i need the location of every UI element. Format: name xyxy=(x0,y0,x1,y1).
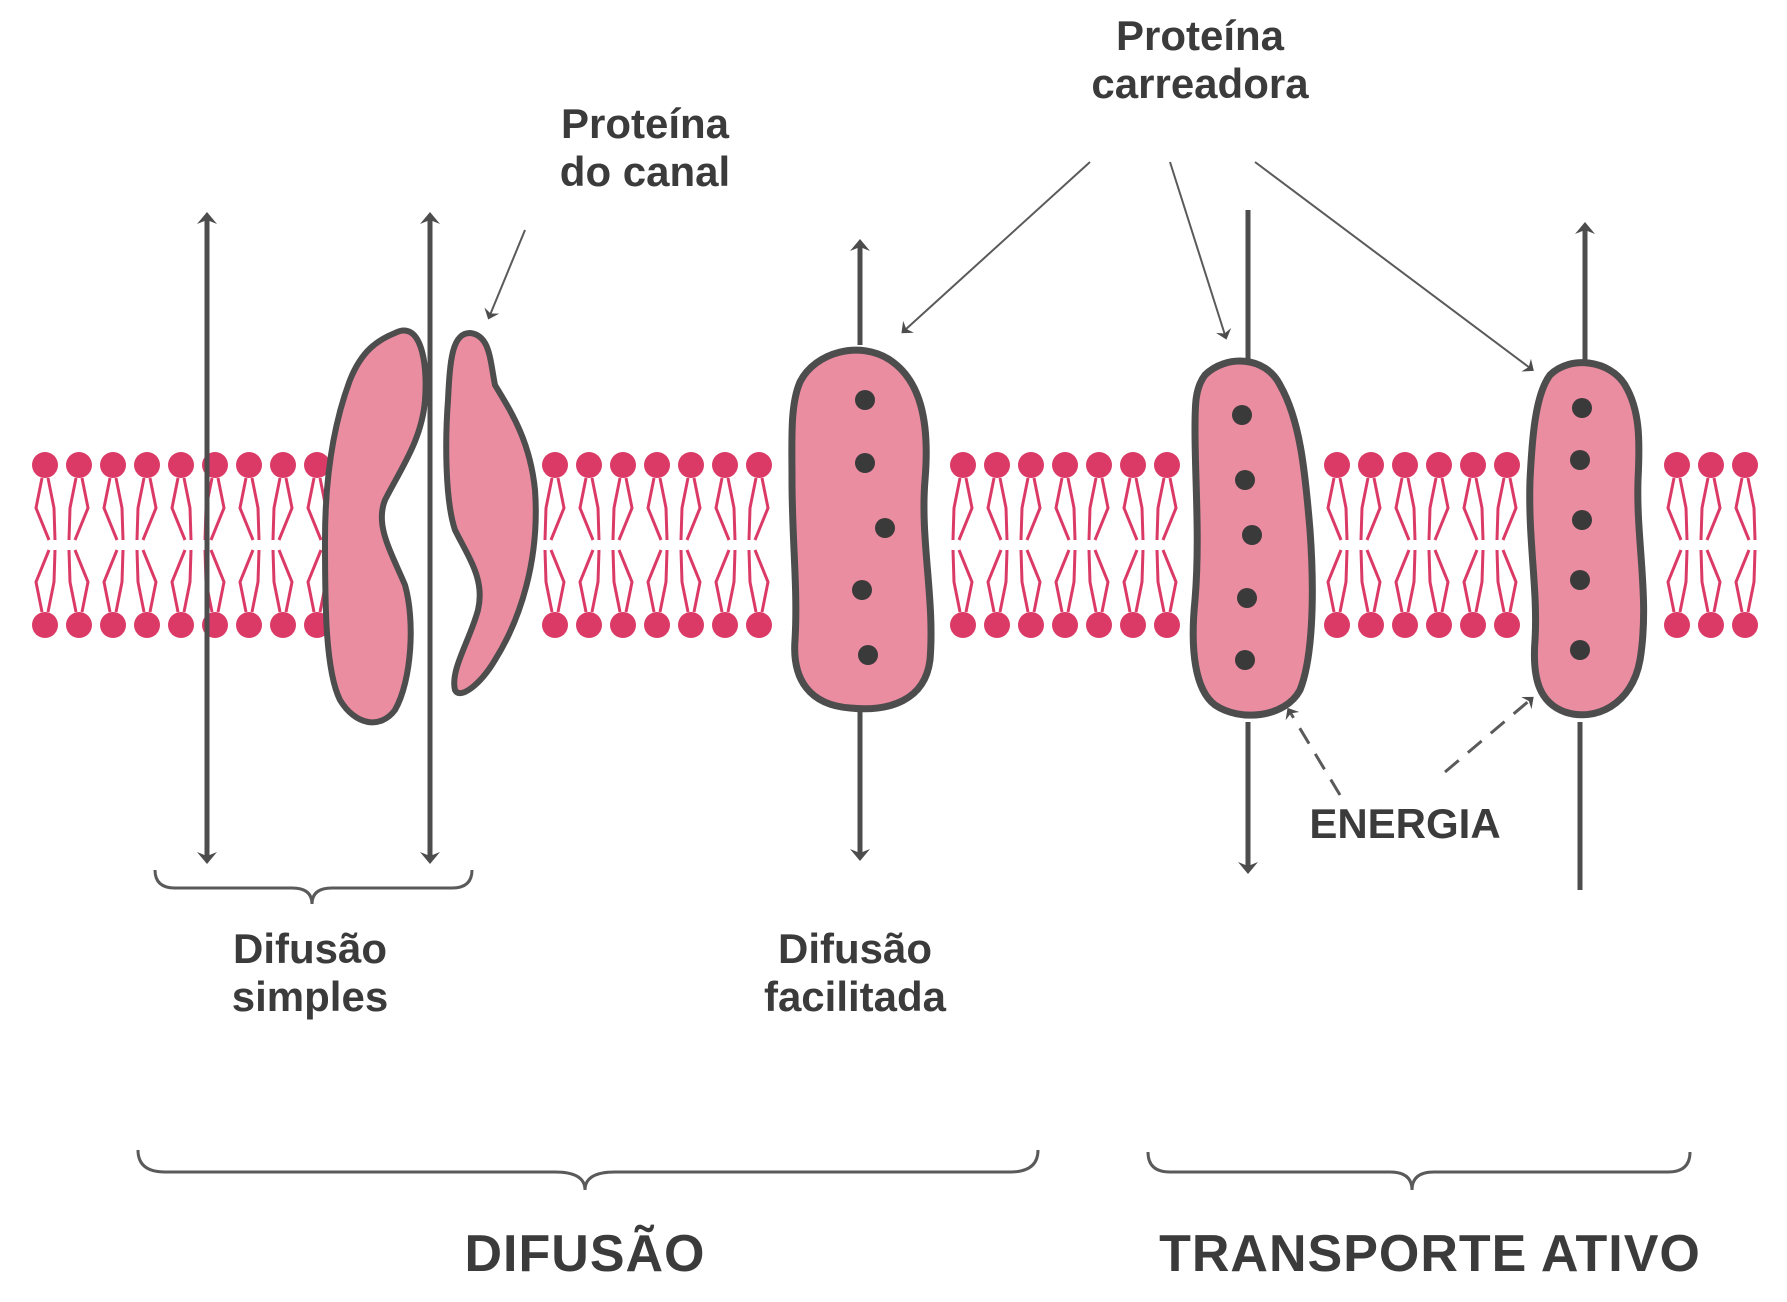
phospholipid xyxy=(950,452,976,638)
phospholipid xyxy=(1324,452,1350,638)
phospholipid xyxy=(1018,452,1044,638)
phospholipid xyxy=(1358,452,1384,638)
energy-arrow-left xyxy=(1290,712,1340,795)
phospholipid xyxy=(984,452,1010,638)
simple-diffusion-label: Difusão simples xyxy=(185,925,435,1022)
simple-diffusion-brace xyxy=(155,870,472,904)
carrier-protein-label: Proteína carreadora xyxy=(1060,12,1340,109)
phospholipid xyxy=(1664,452,1690,638)
channel-protein-label: Proteína do canal xyxy=(525,100,765,197)
phospholipid xyxy=(168,452,194,638)
phospholipid xyxy=(1732,452,1758,638)
phospholipid xyxy=(1494,452,1520,638)
carrier-pointer-facilitated xyxy=(905,162,1090,330)
phospholipid xyxy=(236,452,262,638)
phospholipid xyxy=(1698,452,1724,638)
phospholipid xyxy=(32,452,58,638)
phospholipid xyxy=(1392,452,1418,638)
phospholipid xyxy=(100,452,126,638)
channel-protein-pointer xyxy=(490,230,525,315)
diffusion-label: DIFUSÃO xyxy=(420,1225,750,1285)
energy-label: ENERGIA xyxy=(1285,800,1525,848)
active-transport-brace xyxy=(1148,1152,1690,1190)
carrier-pointer-active-2 xyxy=(1255,162,1530,368)
phospholipid xyxy=(712,452,738,638)
phospholipid xyxy=(610,452,636,638)
phospholipid xyxy=(678,452,704,638)
phospholipid xyxy=(1052,452,1078,638)
phospholipid xyxy=(542,452,568,638)
phospholipid xyxy=(66,452,92,638)
phospholipid xyxy=(1426,452,1452,638)
carrier-pointer-active-1 xyxy=(1170,162,1225,335)
channel-protein-left-half xyxy=(325,331,426,723)
braces xyxy=(138,870,1690,1190)
phospholipid xyxy=(644,452,670,638)
phospholipid xyxy=(1086,452,1112,638)
phospholipid xyxy=(746,452,772,638)
energy-arrow-right xyxy=(1445,700,1530,772)
phospholipid xyxy=(576,452,602,638)
phospholipid xyxy=(1120,452,1146,638)
active-transport-label: TRANSPORTE ATIVO xyxy=(1130,1225,1730,1285)
facilitated-diffusion-label: Difusão facilitada xyxy=(730,925,980,1022)
phospholipid xyxy=(1154,452,1180,638)
phospholipid xyxy=(134,452,160,638)
energy-arrows xyxy=(1290,700,1530,795)
phospholipid xyxy=(270,452,296,638)
diffusion-brace xyxy=(138,1150,1038,1190)
phospholipid xyxy=(1460,452,1486,638)
channel-protein-right-half xyxy=(446,333,536,693)
